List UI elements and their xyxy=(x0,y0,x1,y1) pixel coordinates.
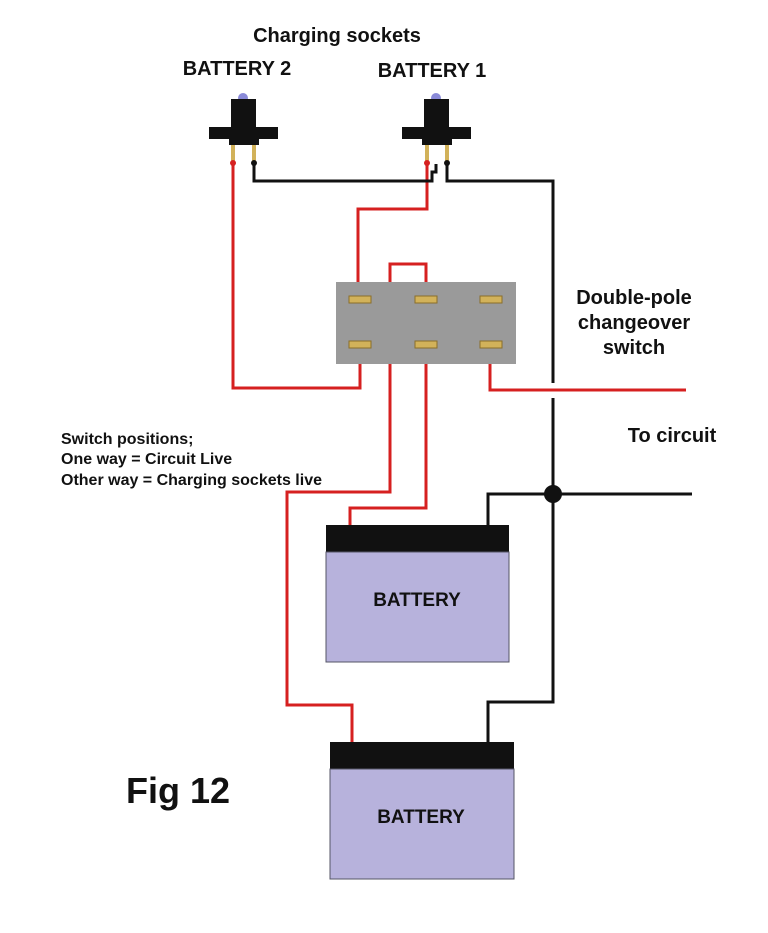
switch-terminal xyxy=(414,340,438,349)
socket-label-battery2: BATTERY 2 xyxy=(183,58,292,80)
switch-terminal xyxy=(414,295,438,304)
pin-dot-positive xyxy=(424,160,430,166)
wire-socket-negatives xyxy=(252,163,438,183)
pin-dot-negative xyxy=(444,160,450,166)
switch-terminal xyxy=(479,295,503,304)
socket-base xyxy=(229,139,259,145)
negative-wires xyxy=(252,163,692,743)
to-circuit-label: To circuit xyxy=(628,425,717,447)
wire-negative-bus-lower xyxy=(486,398,555,743)
socket-pin-positive xyxy=(231,145,235,163)
switch-terminal xyxy=(348,295,372,304)
wire-upper-battery-negative xyxy=(486,492,692,528)
socket-top xyxy=(231,99,256,127)
socket-base xyxy=(422,139,452,145)
socket-battery2 xyxy=(209,93,278,166)
switch-label-line1: Double-pole xyxy=(576,287,692,309)
battery-lower: BATTERY xyxy=(329,742,515,880)
switch-label-line2: changeover xyxy=(578,312,690,334)
junction-dot xyxy=(544,485,562,503)
socket-pin-negative xyxy=(445,145,449,163)
socket-flange xyxy=(209,127,278,139)
pin-dot-positive xyxy=(230,160,236,166)
switch-body xyxy=(336,282,516,364)
pin-dot-negative xyxy=(251,160,257,166)
battery-upper: BATTERY xyxy=(325,525,510,663)
charging-sockets-title: Charging sockets xyxy=(253,25,421,47)
battery-label: BATTERY xyxy=(377,807,465,828)
wire-switch-to-lower-battery xyxy=(285,262,428,743)
socket-pin-negative xyxy=(252,145,256,163)
switch-label-line3: switch xyxy=(603,337,665,359)
figure-label: Fig 12 xyxy=(126,770,230,811)
wire-battery2-socket-to-switch xyxy=(231,163,362,390)
battery-body xyxy=(329,768,515,880)
changeover-switch xyxy=(336,282,516,364)
socket-battery1 xyxy=(402,93,471,166)
socket-pin-positive xyxy=(425,145,429,163)
socket-label-battery1: BATTERY 1 xyxy=(378,60,487,82)
wire-negative-bus xyxy=(445,163,555,383)
switch-positions-line1: Switch positions; xyxy=(61,431,193,448)
wire-switch-to-upper-battery xyxy=(348,345,428,528)
switch-terminal xyxy=(348,340,372,349)
switch-positions-line2: One way = Circuit Live xyxy=(61,451,232,468)
socket-flange xyxy=(402,127,471,139)
battery-label: BATTERY xyxy=(373,590,461,611)
switch-terminal xyxy=(479,340,503,349)
wire-battery1-socket-to-switch xyxy=(356,163,429,297)
battery-top xyxy=(330,742,514,769)
battery-body xyxy=(325,551,510,663)
switch-positions-line3: Other way = Charging sockets live xyxy=(61,472,322,489)
socket-top xyxy=(424,99,449,127)
battery-top xyxy=(326,525,509,552)
